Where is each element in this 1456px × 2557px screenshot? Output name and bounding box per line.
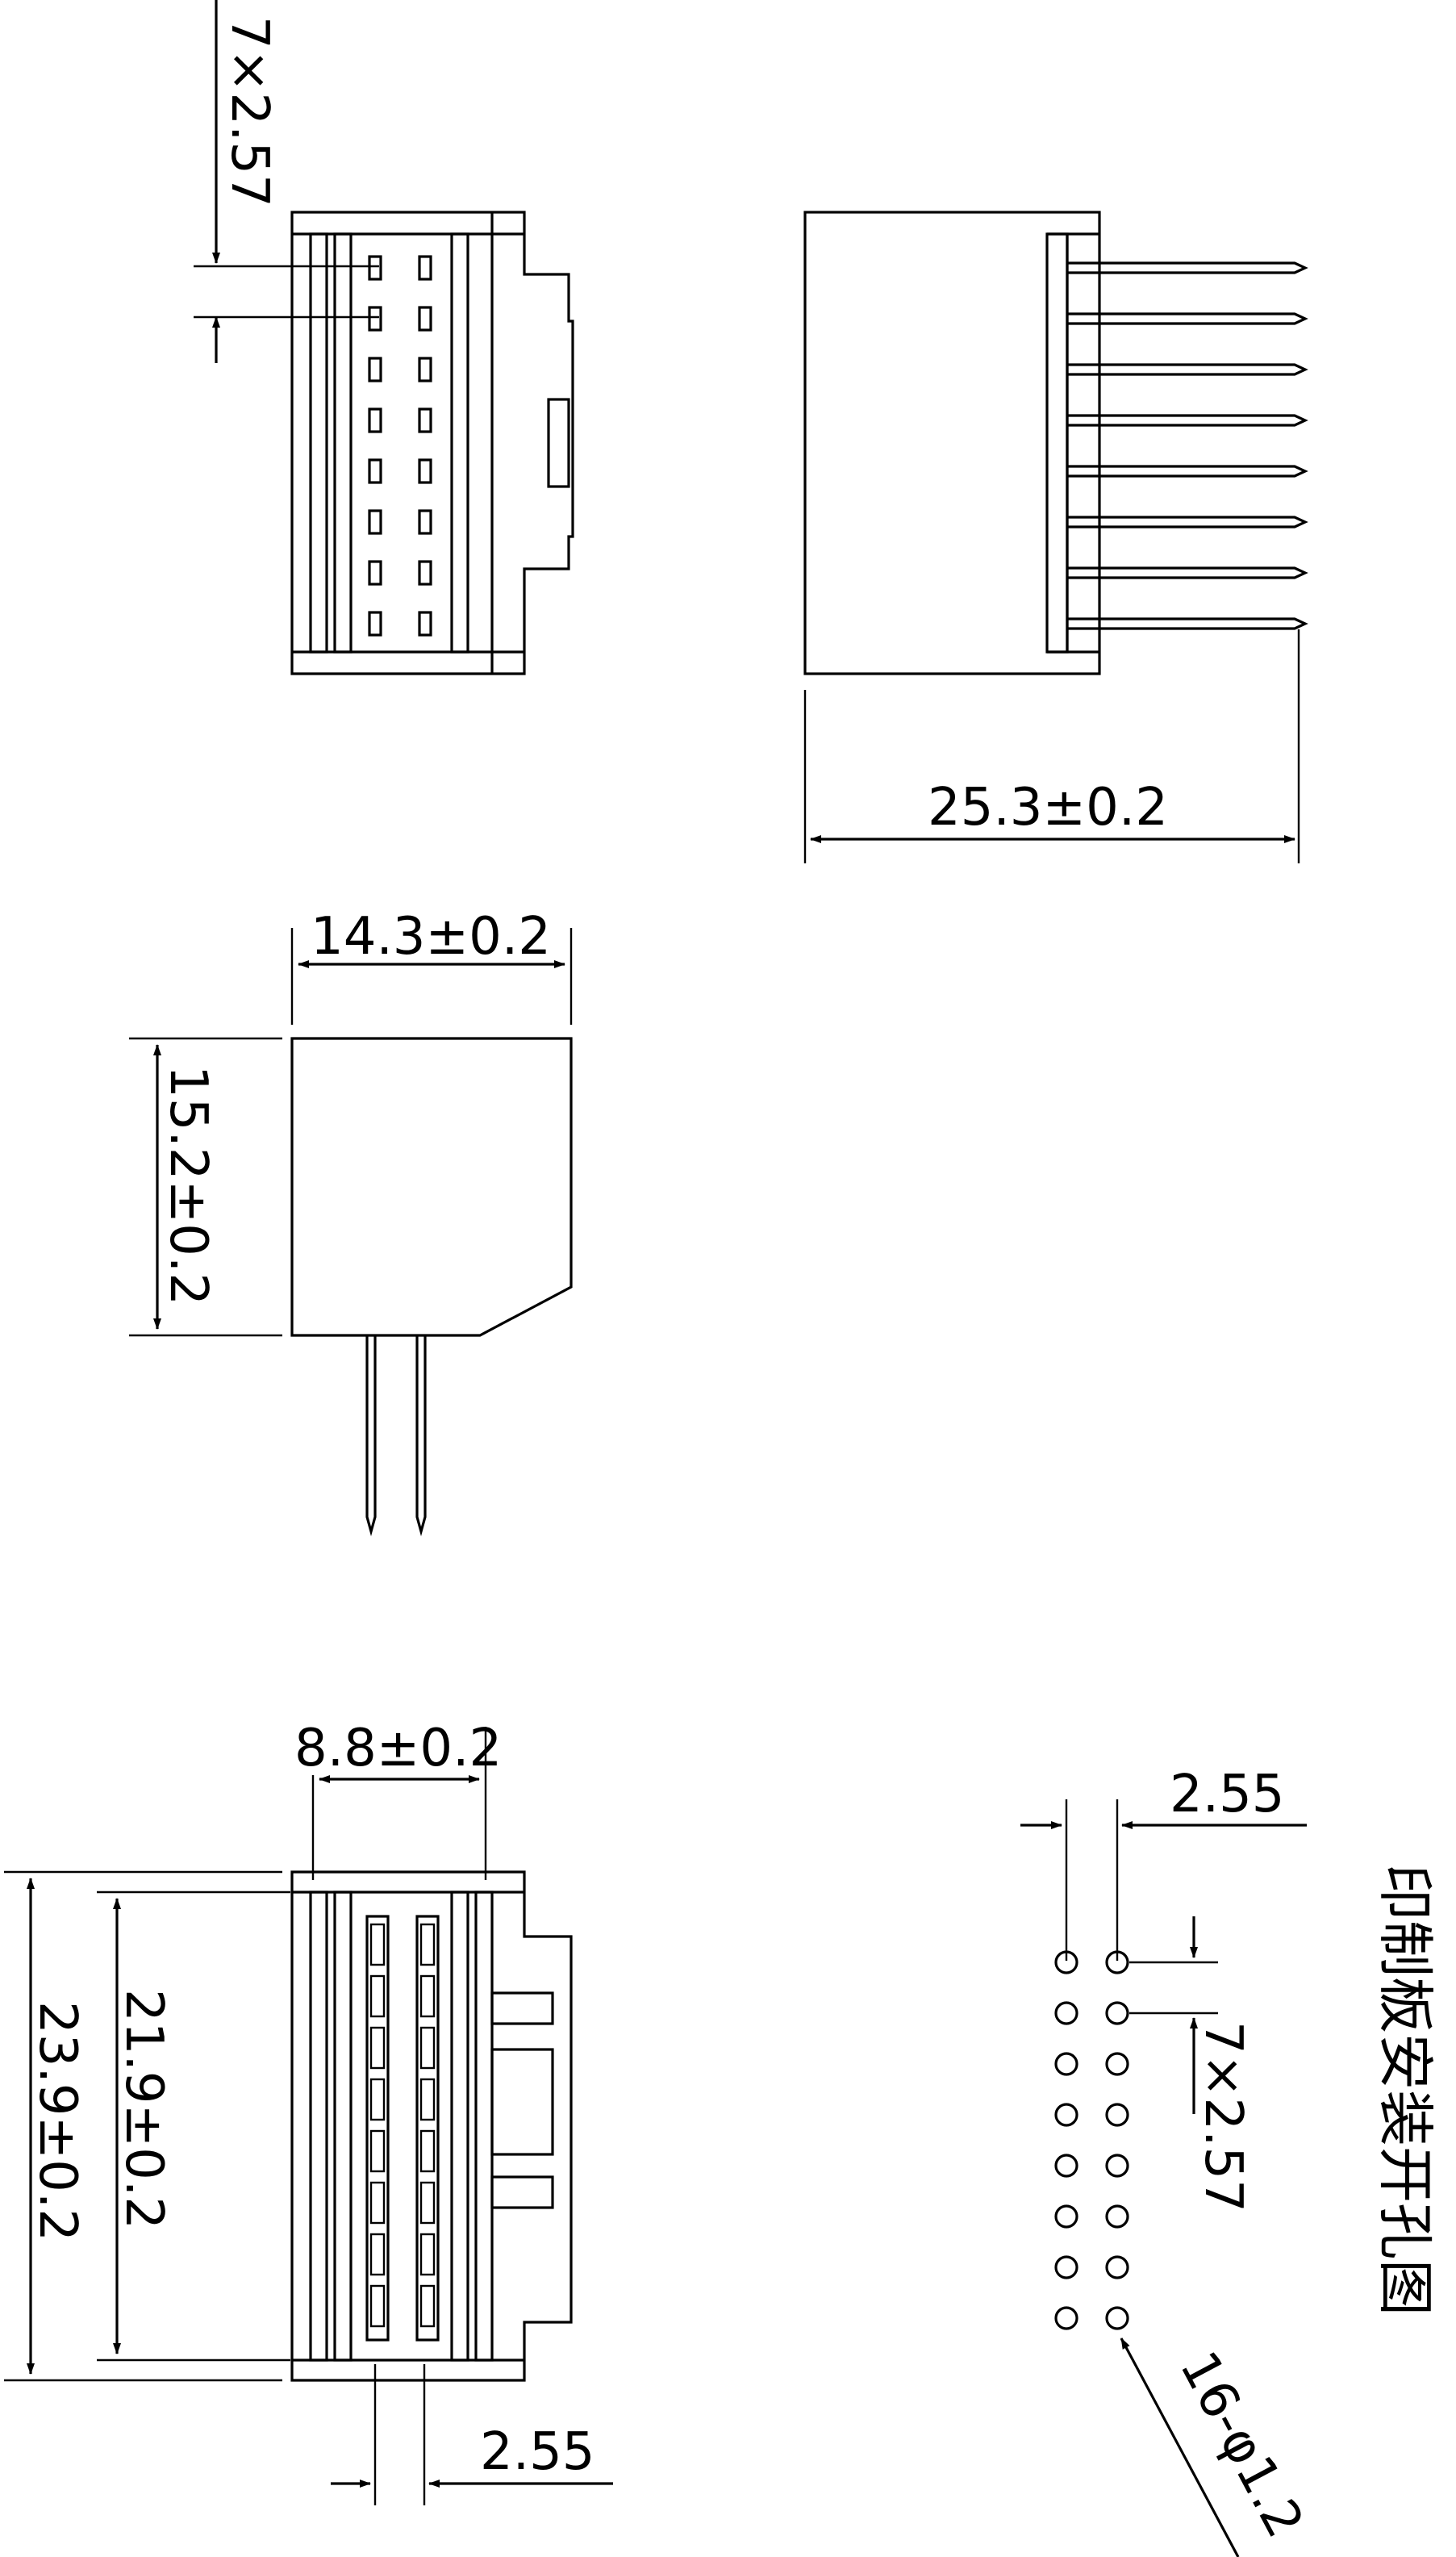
side-view-right: 25.3±0.2: [803, 211, 1308, 863]
pin: [1067, 566, 1308, 579]
pitch-label-bottom: 2.55: [480, 2422, 595, 2482]
contact-slot: [419, 2233, 436, 2276]
pin: [1067, 414, 1308, 427]
inner-length-label: 21.9±0.2: [114, 1989, 173, 2229]
contact-slot: [419, 1974, 436, 2018]
contact-slot: [419, 2078, 436, 2121]
contact-hole: [418, 458, 432, 484]
inner-width-label: 8.8±0.2: [294, 1719, 502, 1778]
pin: [1067, 312, 1308, 325]
pin: [1067, 363, 1308, 376]
contact-slot: [419, 2026, 436, 2070]
pcb-hole: [1105, 2103, 1129, 2127]
pcb-hole: [1105, 2204, 1129, 2229]
pcb-hole: [1054, 2255, 1078, 2279]
pin: [1067, 617, 1308, 630]
pitch-label-top: 7×2.57: [219, 16, 279, 207]
pcb-hole: [1105, 2001, 1129, 2025]
length-label: 25.3±0.2: [928, 778, 1168, 838]
contact-hole: [368, 509, 382, 535]
pcb-hole: [1054, 2103, 1078, 2127]
contact-hole: [368, 611, 382, 637]
pcb-hole: [1054, 2306, 1078, 2330]
pcb-hole: [1054, 2052, 1078, 2076]
contact-hole: [368, 458, 382, 484]
contact-hole: [368, 560, 382, 586]
front-view-top: 7×2.57: [194, 0, 574, 675]
contact-channel: [415, 1915, 440, 2342]
contact-hole: [418, 560, 432, 586]
pcb-hole-layout: 2.55 7×2.57 16-φ1.2 印制板安装开孔图: [1020, 1765, 1438, 2557]
width-label: 14.3±0.2: [311, 907, 551, 967]
contact-slot: [419, 2181, 436, 2225]
contact-hole: [418, 611, 432, 637]
pcb-hole: [1105, 2306, 1129, 2330]
outer-length-label: 23.9±0.2: [27, 2001, 87, 2242]
contact-slot: [369, 2078, 386, 2121]
pcb-pitch-y-label: 7×2.57: [1193, 2021, 1253, 2212]
contact-slot: [369, 1923, 386, 1966]
pcb-hole: [1054, 2001, 1078, 2025]
contact-slot: [369, 2284, 386, 2328]
pcb-hole: [1054, 2204, 1078, 2229]
contact-slot: [369, 2129, 386, 2173]
contact-slot: [419, 2284, 436, 2328]
contact-hole: [368, 255, 382, 281]
contact-slot: [419, 1923, 436, 1966]
contact-slot: [369, 1974, 386, 2018]
pin: [1067, 516, 1308, 529]
end-view-middle: 14.3±0.2 15.2±0.2: [129, 907, 573, 1536]
contact-slot: [369, 2233, 386, 2276]
pcb-title: 印制板安装开孔图: [1372, 1864, 1438, 2316]
contact-hole: [418, 407, 432, 433]
contact-slot: [369, 2026, 386, 2070]
contact-hole: [368, 357, 382, 382]
contact-hole: [418, 255, 432, 281]
contact-slot: [419, 2129, 436, 2173]
pcb-hole: [1105, 2154, 1129, 2178]
pcb-hole: [1105, 2052, 1129, 2076]
contact-hole: [368, 306, 382, 332]
pcb-hole: [1105, 2255, 1129, 2279]
pin: [1067, 465, 1308, 478]
contact-hole: [418, 509, 432, 535]
pcb-holes-label: 16-φ1.2: [1168, 2342, 1315, 2547]
pcb-pitch-x-label: 2.55: [1170, 1765, 1285, 1824]
contact-hole: [418, 306, 432, 332]
pin: [1067, 261, 1308, 274]
contact-slot: [369, 2181, 386, 2225]
mating-view-bottom: 8.8±0.2 23.9±0.2 21.9±0.2 2.55: [4, 1719, 613, 2505]
contact-channel: [365, 1915, 390, 2342]
contact-hole: [368, 407, 382, 433]
height-label: 15.2±0.2: [158, 1065, 218, 1306]
pcb-hole: [1054, 2154, 1078, 2178]
contact-hole: [418, 357, 432, 382]
